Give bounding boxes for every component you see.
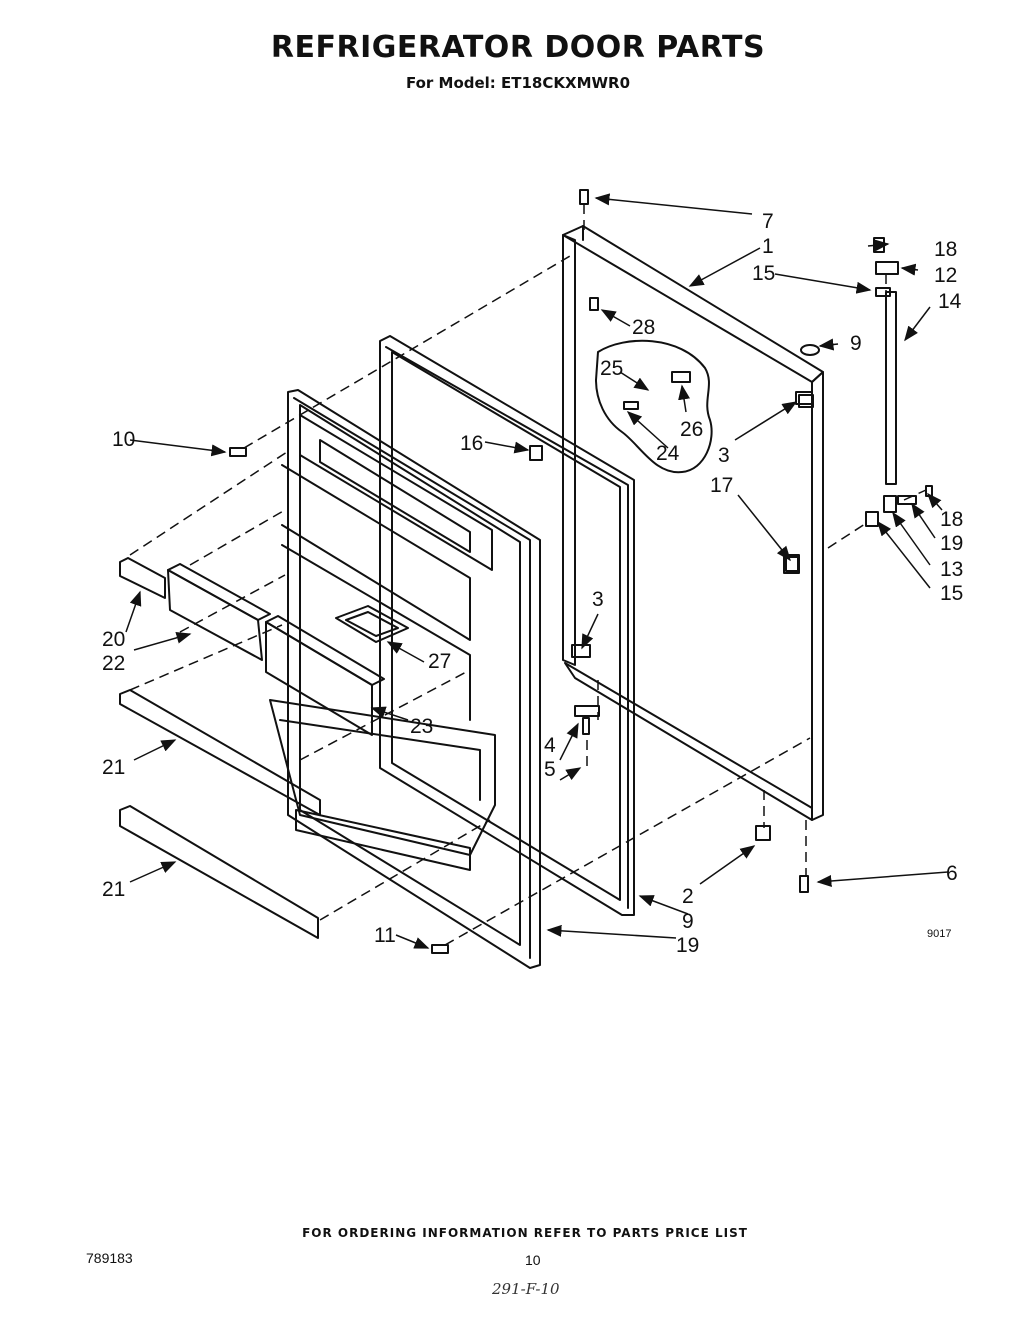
callout-4: 4: [544, 734, 556, 757]
shelf-rail-upper: [119, 557, 166, 599]
callout-9-left: 10: [112, 428, 135, 451]
shelf-bin-23: [265, 615, 385, 736]
callout-21: 21: [102, 878, 125, 901]
callout-6-top: 7: [762, 210, 774, 233]
callout-5: 5: [544, 758, 556, 781]
callout-18: 18: [940, 508, 963, 531]
clip-26: [671, 371, 691, 383]
callout-10: 12: [934, 264, 957, 287]
butter-door-inner: [345, 611, 399, 637]
callout-2: 2: [682, 885, 694, 908]
page-title: REFRIGERATOR DOOR PARTS: [270, 30, 766, 65]
leader-lines: [125, 193, 949, 949]
clip-24: [623, 401, 639, 410]
callout-24: 24: [656, 442, 680, 465]
butter-door: [335, 605, 409, 643]
shelf-rail-lower: [119, 689, 321, 816]
door-gasket-frame: [379, 335, 635, 916]
callout-7: 9: [850, 332, 862, 355]
outer-door-panel: [562, 225, 824, 821]
page-number: 10: [525, 1252, 541, 1268]
callout-26: 26: [680, 418, 703, 441]
callout-15-right: 17: [710, 474, 733, 497]
callout-9-bottom: 11: [374, 924, 396, 947]
illustration-code: 9017: [927, 928, 952, 940]
callout-3-mid: 3: [592, 588, 604, 611]
callout-12: 14: [938, 290, 962, 313]
callout-labels: 7 1 15 18 12 14 9 28 25 26 24 3 17 10 16…: [102, 210, 963, 957]
callout-6-bottom: 6: [946, 862, 958, 885]
callout-20-lower: 21: [102, 756, 125, 779]
bottom-trim: [119, 805, 319, 939]
callout-13: 15: [940, 582, 963, 605]
callout-27: 27: [428, 650, 451, 673]
callout-17: 19: [940, 532, 963, 555]
callout-16: 18: [934, 238, 957, 261]
callout-28: 28: [632, 316, 655, 339]
callout-25: 25: [600, 357, 623, 380]
callout-8: 9: [682, 910, 694, 933]
callout-23: 23: [410, 715, 433, 738]
hinge-bar: [885, 291, 897, 485]
model-subtitle: For Model: ET18CKXMWR0: [405, 74, 631, 92]
callout-20-upper: 20: [102, 628, 125, 651]
shelf-bin-22: [167, 563, 271, 661]
document-number: 789183: [86, 1250, 133, 1266]
callout-1: 1: [762, 235, 774, 258]
cutaway-detail: [595, 339, 713, 474]
callout-3-right: 3: [718, 444, 730, 467]
callout-14: 15: [752, 262, 775, 285]
handwritten-note: 291-F-10: [492, 1280, 560, 1298]
inner-door-liner: [269, 389, 541, 969]
callout-22: 22: [102, 652, 125, 675]
callout-11: 13: [940, 558, 963, 581]
alignment-lines: [129, 204, 927, 946]
callout-19: 19: [676, 934, 699, 957]
callout-15-left: 16: [460, 432, 483, 455]
ordering-note: FOR ORDERING INFORMATION REFER TO PARTS …: [302, 1226, 748, 1240]
